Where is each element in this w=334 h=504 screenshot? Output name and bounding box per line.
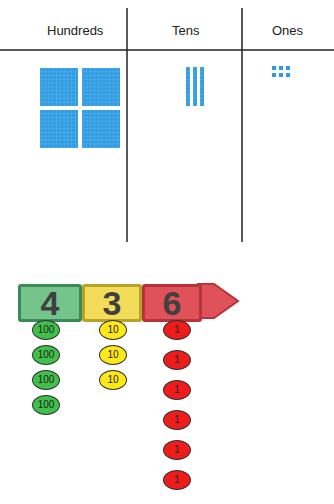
- counter-value: 1: [174, 325, 180, 335]
- counter-value: 1: [174, 355, 180, 365]
- digit-card: 6: [142, 284, 202, 322]
- column-divider: [126, 8, 128, 242]
- counter: 100: [32, 395, 60, 415]
- column-header: Tens: [172, 23, 199, 38]
- counter-value: 100: [38, 350, 55, 360]
- hundred-flats: [40, 68, 120, 148]
- digit: 6: [163, 286, 182, 320]
- counter-value: 1: [174, 415, 180, 425]
- counter-value: 100: [38, 400, 55, 410]
- digit: 4: [41, 286, 60, 320]
- counter-value: 100: [38, 325, 55, 335]
- counter: 10: [99, 320, 127, 340]
- counter: 100: [32, 345, 60, 365]
- counter-value: 1: [174, 445, 180, 455]
- counter: 10: [99, 370, 127, 390]
- counter-value: 10: [107, 325, 118, 335]
- header-rule: [0, 49, 334, 51]
- digit: 3: [103, 286, 122, 320]
- counter-value: 1: [174, 385, 180, 395]
- counter: 1: [163, 440, 191, 460]
- arrow-card-tip: [198, 284, 238, 318]
- column-header: Ones: [272, 23, 303, 38]
- column-header: Hundreds: [47, 23, 103, 38]
- counter-value: 10: [107, 375, 118, 385]
- counter: 1: [163, 380, 191, 400]
- ten-rods: [186, 67, 204, 106]
- counter-value: 1: [174, 475, 180, 485]
- digit-card: 3: [82, 284, 142, 322]
- counter: 1: [163, 320, 191, 340]
- one-cubes: [272, 66, 290, 77]
- counter-value: 100: [38, 375, 55, 385]
- column-divider: [241, 8, 243, 242]
- counter: 1: [163, 410, 191, 430]
- counter: 10: [99, 345, 127, 365]
- digit-card: 4: [18, 284, 82, 322]
- counter: 1: [163, 470, 191, 490]
- counter: 1: [163, 350, 191, 370]
- counter: 100: [32, 320, 60, 340]
- counter: 100: [32, 370, 60, 390]
- counter-value: 10: [107, 350, 118, 360]
